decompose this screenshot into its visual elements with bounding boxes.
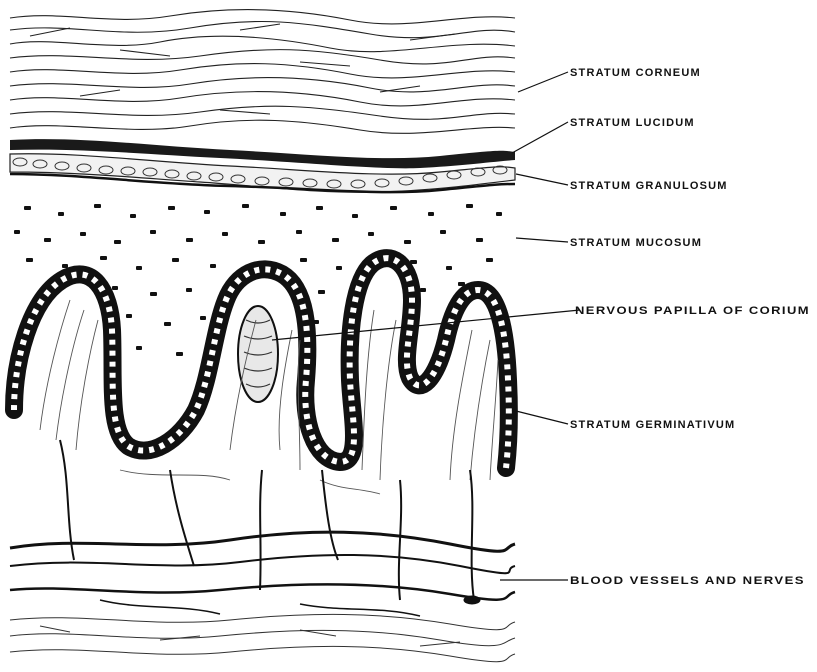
leader-stratum-lucidum [512,122,568,153]
nervous-papilla [238,306,278,402]
blood-vessels-and-nerves [10,440,515,616]
labels: STRATUM CORNEUM STRATUM LUCIDUM STRATUM … [570,67,810,587]
label-stratum-germinativum: STRATUM GERMINATIVUM [570,419,735,431]
label-stratum-lucidum: STRATUM LUCIDUM [570,117,695,129]
label-blood-vessels: BLOOD VESSELS AND NERVES [570,575,805,587]
stratum-corneum-layer [10,10,515,134]
label-stratum-granulosum: STRATUM GRANULOSUM [570,180,728,192]
label-stratum-corneum: STRATUM CORNEUM [570,67,701,79]
leader-nervous-papilla [272,310,580,340]
dermis-fibers [10,614,515,661]
leader-stratum-corneum [518,72,568,92]
label-nervous-papilla: NERVOUS PAPILLA OF CORIUM [575,305,810,317]
leader-stratum-mucosum [516,238,568,242]
leader-stratum-granulosum [516,174,568,185]
leader-stratum-germinativum [512,410,568,424]
leader-lines [272,72,580,580]
label-stratum-mucosum: STRATUM MUCOSUM [570,237,702,249]
